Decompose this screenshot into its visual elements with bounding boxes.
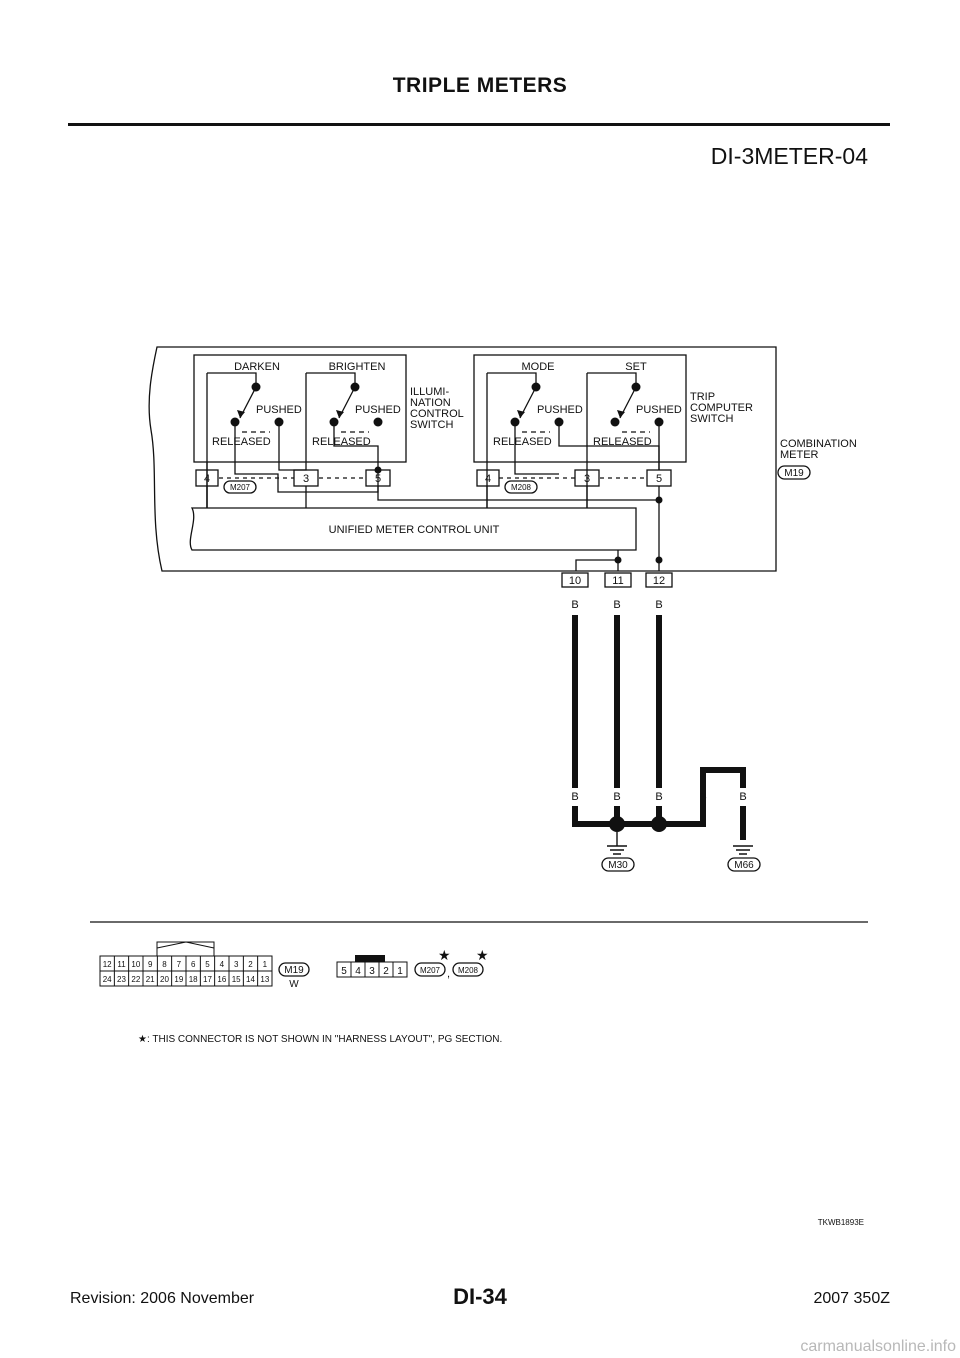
m19-pin-number: 21: [146, 975, 155, 984]
revision-date: Revision: 2006 November: [70, 1290, 255, 1307]
combination-meter-label: METER: [780, 449, 819, 461]
m19-color: W: [289, 979, 299, 990]
page-number: DI-34: [453, 1284, 507, 1309]
m19-pin-number: 9: [148, 960, 153, 969]
m19-name: M19: [284, 965, 304, 976]
title-rule: [68, 123, 890, 126]
trip-switch-box: [473, 354, 687, 463]
m19-pin-number: 4: [220, 960, 225, 969]
m207-pin-cell: [392, 961, 408, 978]
label-pushed: PUSHED: [256, 404, 302, 416]
control-unit-box: [189, 507, 637, 551]
wire-color: B: [655, 599, 662, 611]
watermark: carmanualsonline.info: [800, 1338, 956, 1355]
page-title: TRIPLE METERS: [392, 74, 568, 97]
control-unit-label: UNIFIED METER CONTROL UNIT: [329, 524, 500, 536]
m207-pin-number: 2: [383, 966, 389, 977]
illumination-switch-label: ILLUMI-: [410, 386, 449, 398]
m19-pin-number: 3: [234, 960, 239, 969]
m19-pin-number: 1: [263, 960, 268, 969]
m19-pin-number: 24: [103, 975, 112, 984]
connector-m208: M208: [511, 483, 532, 492]
wire-color: B: [613, 791, 620, 803]
m19-pin-number: 16: [217, 975, 226, 984]
terminal-number: 5: [375, 473, 381, 485]
connector-separator: ,: [447, 968, 450, 980]
m19-pin-number: 14: [246, 975, 255, 984]
wire-color: B: [699, 791, 706, 803]
footnote-text: : THIS CONNECTOR IS NOT SHOWN IN "HARNES…: [147, 1034, 502, 1045]
m19-pin-number: 13: [260, 975, 269, 984]
illumination-switch-box: [193, 354, 407, 463]
illumination-switch-label: NATION: [410, 397, 451, 409]
m19-pin-number: 10: [131, 960, 140, 969]
label-pushed: PUSHED: [636, 404, 682, 416]
terminal-number: 4: [485, 473, 491, 485]
m207-pin-number: 3: [369, 966, 375, 977]
trip-switch-label: COMPUTER: [690, 402, 753, 414]
label-darken: DARKEN: [234, 361, 280, 373]
star-icon: ★: [438, 947, 451, 963]
image-code: TKWB1893E: [817, 1218, 864, 1227]
label-released: RELEASED: [312, 436, 371, 448]
m207-pin-number: 5: [341, 966, 347, 977]
terminal-number: 12: [653, 575, 665, 587]
diagram-id: DI-3METER-04: [710, 143, 868, 169]
illumination-switch-label: CONTROL: [410, 408, 464, 420]
m19-pin-number: 20: [160, 975, 169, 984]
combination-meter-label: COMBINATION: [780, 438, 857, 450]
m19-pin-number: 12: [103, 960, 112, 969]
star-icon: ★: [476, 947, 489, 963]
label-pushed: PUSHED: [537, 404, 583, 416]
m207-name: M207: [420, 966, 441, 975]
terminal-number: 11: [612, 575, 623, 587]
m19-pin-number: 11: [117, 960, 126, 969]
label-mode: MODE: [522, 361, 555, 373]
m19-pin-number: 2: [248, 960, 253, 969]
connector-m207: M207: [230, 483, 251, 492]
trip-switch-label: TRIP: [690, 391, 715, 403]
m19-pin-cell: [257, 970, 273, 987]
ground-m66: M66: [734, 860, 754, 871]
m19-pin-number: 23: [117, 975, 126, 984]
label-brighten: BRIGHTEN: [329, 361, 386, 373]
m207-pin-number: 4: [355, 966, 361, 977]
terminal-number: 4: [204, 473, 210, 485]
label-pushed: PUSHED: [355, 404, 401, 416]
label-set: SET: [625, 361, 647, 373]
m19-pin-number: 5: [205, 960, 210, 969]
m19-pin-number: 7: [177, 960, 182, 969]
ground-m30: M30: [608, 860, 628, 871]
illumination-switch-label: SWITCH: [410, 419, 453, 431]
wire-color: B: [655, 791, 662, 803]
label-released: RELEASED: [493, 436, 552, 448]
ground-wire-bus: [572, 767, 746, 827]
m207-pin-number: 1: [397, 966, 403, 977]
wire-color: B: [613, 599, 620, 611]
label-released: RELEASED: [212, 436, 271, 448]
wire-color: B: [571, 791, 578, 803]
m19-pin-number: 15: [232, 975, 241, 984]
m19-pin-number: 6: [191, 960, 196, 969]
terminal-number: 10: [569, 575, 581, 587]
combination-meter-outline: [148, 346, 777, 572]
model-year: 2007 350Z: [813, 1290, 890, 1307]
terminal-number: 5: [656, 473, 662, 485]
connector-m19: M19: [784, 468, 804, 479]
footnote-star-icon: ★: [138, 1034, 147, 1045]
terminal-number: 3: [584, 473, 590, 485]
trip-switch-label: SWITCH: [690, 413, 733, 425]
m19-pin-number: 17: [203, 975, 212, 984]
m19-pin-number: 8: [162, 960, 167, 969]
terminal-number: 3: [303, 473, 309, 485]
m19-pin-number: 18: [189, 975, 198, 984]
m208-name: M208: [458, 966, 479, 975]
m19-pin-number: 22: [131, 975, 140, 984]
m19-pin-number: 19: [174, 975, 183, 984]
wire-color: B: [571, 599, 578, 611]
label-released: RELEASED: [593, 436, 652, 448]
wire-color: B: [739, 791, 746, 803]
